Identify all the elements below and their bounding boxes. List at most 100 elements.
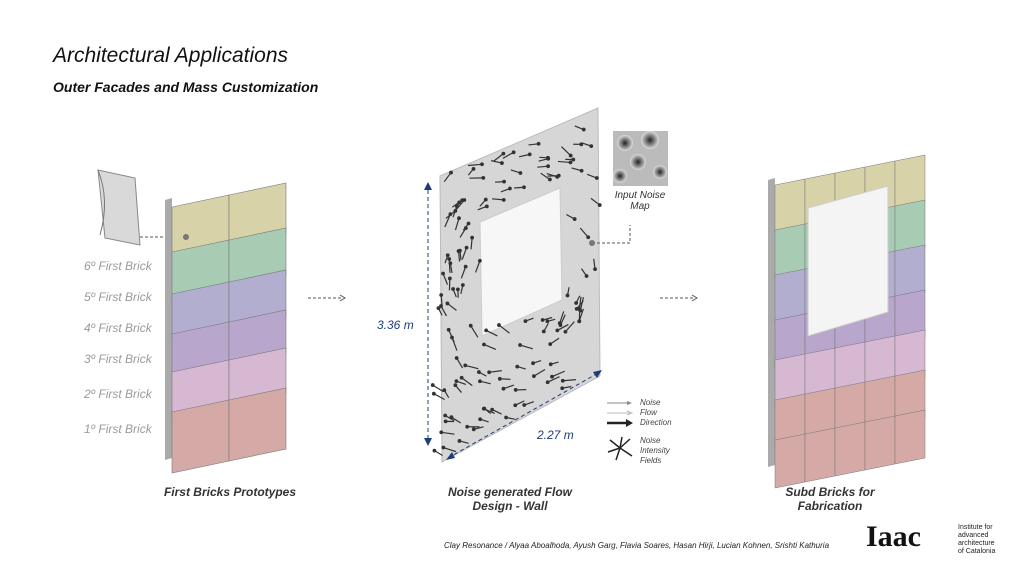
flow-arrowhead [579, 168, 584, 173]
flow-arrow [432, 384, 444, 393]
caption-middle-line1: Noise generated Flow [447, 485, 573, 499]
height-dimension-label: 3.36 m [377, 318, 414, 332]
flow-arrowhead [579, 142, 584, 147]
caption-right-line2: Fabrication [797, 499, 863, 513]
flow-arrow [475, 260, 481, 273]
flow-arrowhead [501, 386, 506, 391]
flow-arrowhead [548, 342, 553, 346]
legend-intensity: Noise Intensity Fields [640, 436, 670, 466]
flow-arrowhead [463, 264, 468, 269]
flow-arrowhead [513, 403, 518, 408]
flow-arrowhead [449, 170, 453, 175]
caption-right-line1: Subd Bricks for [785, 485, 875, 499]
legend-noise: Noise [640, 398, 661, 407]
subd-brick [864, 415, 896, 471]
flow-arrowhead [460, 198, 465, 203]
flow-arrowhead [455, 204, 459, 209]
flow-arrow [470, 237, 473, 250]
flow-arrowhead [586, 235, 591, 240]
flow-arrowhead [457, 216, 461, 221]
flow-arrowhead [478, 417, 483, 422]
flow-arrow [461, 377, 473, 387]
window-opening [807, 185, 889, 337]
flow-arrowhead [541, 329, 546, 334]
subd-brick [804, 427, 836, 483]
flow-arrow [562, 379, 576, 382]
flow-arrowhead [511, 150, 516, 155]
flow-arrowhead [441, 445, 446, 450]
flow-arrowhead [593, 267, 597, 272]
flow-arrowhead [443, 413, 448, 418]
flow-arrow [579, 227, 589, 238]
flow-arrowhead [482, 342, 486, 347]
flow-arrow [578, 308, 584, 322]
flow-arrowhead [568, 160, 573, 165]
width-dimension-label: 2.27 m [537, 428, 574, 442]
flow-arrowhead [454, 379, 459, 384]
flow-arrow [561, 146, 572, 157]
brick-label-6: 6º First Brick [84, 259, 152, 273]
flow-arrow [502, 151, 514, 159]
logo-text-line: advanced [958, 532, 989, 539]
flow-arrow [452, 199, 463, 208]
subd-brick [894, 409, 926, 465]
slide-title: Architectural Applications [53, 44, 288, 67]
flow-arrow [578, 296, 582, 310]
brick-label-3: 3º First Brick [84, 352, 152, 366]
flow-arrowhead [453, 383, 458, 388]
flow-arrowhead [574, 301, 579, 305]
flow-arrowhead [518, 343, 522, 347]
flow-arrow [492, 198, 504, 201]
flow-arrowhead [484, 204, 489, 209]
flow-arrowhead [548, 362, 553, 367]
subd-brick [834, 421, 866, 477]
flow-arrowhead [557, 321, 562, 326]
caption-middle-line2: Design - Wall [472, 499, 548, 513]
flow-arrowhead [515, 364, 520, 369]
legend-fields: Fields [640, 456, 662, 465]
flow-arrow [470, 325, 479, 338]
slide-subtitle: Outer Facades and Mass Customization [53, 79, 319, 95]
flow-arrowhead [531, 374, 536, 379]
brick [228, 387, 287, 462]
flow-arrowhead [584, 274, 589, 278]
flow-arrow [441, 431, 455, 435]
flow-arrowhead [456, 287, 460, 292]
flow-arrowhead [522, 185, 526, 190]
flow-arrow [442, 273, 449, 285]
flow-arrowhead [457, 439, 462, 443]
flow-arrowhead [480, 162, 484, 167]
brick-label-5: 5º First Brick [84, 290, 152, 304]
flow-arrow [483, 343, 497, 350]
flow-arrow [559, 311, 565, 324]
flow-arrowhead [471, 427, 476, 432]
flow-arrowhead [443, 419, 448, 424]
flow-arrowhead [439, 293, 444, 297]
flow-arrowhead [594, 176, 599, 180]
flow-arrowhead [545, 380, 550, 385]
flow-arrowhead [502, 179, 506, 184]
flow-arrowhead [523, 319, 528, 323]
width-dimension [447, 371, 601, 459]
flow-arrowhead [445, 253, 450, 258]
flow-arrowhead [439, 304, 443, 308]
flow-arrowhead [571, 157, 576, 162]
noise-intensity-icon [607, 436, 633, 461]
brick-label-1: 1º First Brick [84, 422, 152, 436]
flow-arrowhead [513, 388, 518, 392]
flow-arrowhead [597, 203, 602, 207]
flow-arrow [551, 370, 566, 378]
flow-arrowhead [546, 164, 551, 169]
credits: Clay Resonance / Alyaa Aboalhoda, Ayush … [444, 541, 830, 550]
flow-arrow [460, 266, 467, 279]
flow-arrowhead [483, 197, 488, 202]
flow-arrowhead [456, 249, 461, 253]
flow-arrowhead [442, 388, 447, 393]
flow-arrow [454, 218, 460, 231]
flow-arrowhead [518, 171, 523, 175]
flow-arrowhead [577, 319, 582, 324]
flow-arrowhead [454, 356, 459, 360]
flow-arrowhead [446, 327, 451, 332]
flow-arrowhead [500, 161, 504, 165]
flow-arrowhead [497, 376, 502, 381]
